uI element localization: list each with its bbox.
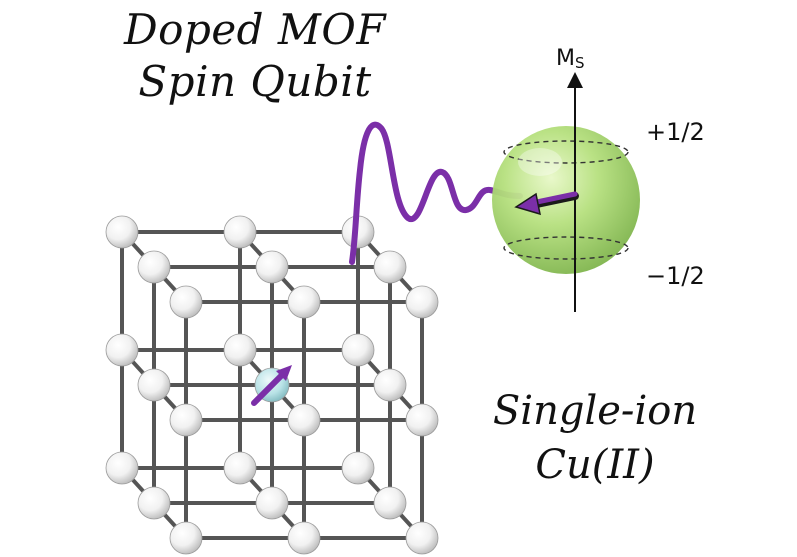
spin-down-label: −1/2 (646, 262, 705, 290)
title-line-2: Spin Qubit (138, 57, 372, 106)
lattice-node (405, 521, 439, 555)
lattice-node (287, 403, 321, 437)
spin-up-label: +1/2 (646, 118, 705, 146)
title-line-1: Doped MOF (123, 5, 387, 54)
mof-lattice (105, 215, 439, 555)
bloch-sphere-icon (492, 72, 640, 312)
lattice-node (105, 333, 139, 367)
lattice-node (373, 368, 407, 402)
diagram-title: Doped MOF Spin Qubit (95, 4, 415, 108)
lattice-node (405, 403, 439, 437)
ms-axis-label: MS (556, 46, 585, 72)
lattice-node (137, 250, 171, 284)
spin-arrow-icon (514, 191, 579, 216)
dopant-arrowhead-icon (276, 365, 292, 381)
axis-label-sub: S (574, 54, 585, 72)
lattice-node (255, 250, 289, 284)
lattice-node (169, 285, 203, 319)
caption-line-2: Cu(II) (535, 442, 655, 488)
dopant-spin-arrow-icon (251, 370, 287, 406)
lattice-node (255, 486, 289, 520)
lattice-node (137, 368, 171, 402)
lattice-node (169, 403, 203, 437)
lattice-node (341, 451, 375, 485)
lattice-node (373, 250, 407, 284)
lattice-node (223, 215, 257, 249)
lattice-node (137, 486, 171, 520)
lattice-node (405, 285, 439, 319)
lattice-node (105, 215, 139, 249)
lattice-node (169, 521, 203, 555)
caption-line-1: Single-ion (492, 388, 698, 434)
coupling-wave (349, 121, 523, 265)
lattice-node (287, 285, 321, 319)
lattice-node (105, 451, 139, 485)
lattice-node (341, 333, 375, 367)
lattice-node (287, 521, 321, 555)
lattice-node (223, 451, 257, 485)
ion-caption: Single-ion Cu(II) (445, 384, 745, 492)
axis-label-main: M (556, 46, 575, 71)
lattice-node (373, 486, 407, 520)
lattice-node (223, 333, 257, 367)
